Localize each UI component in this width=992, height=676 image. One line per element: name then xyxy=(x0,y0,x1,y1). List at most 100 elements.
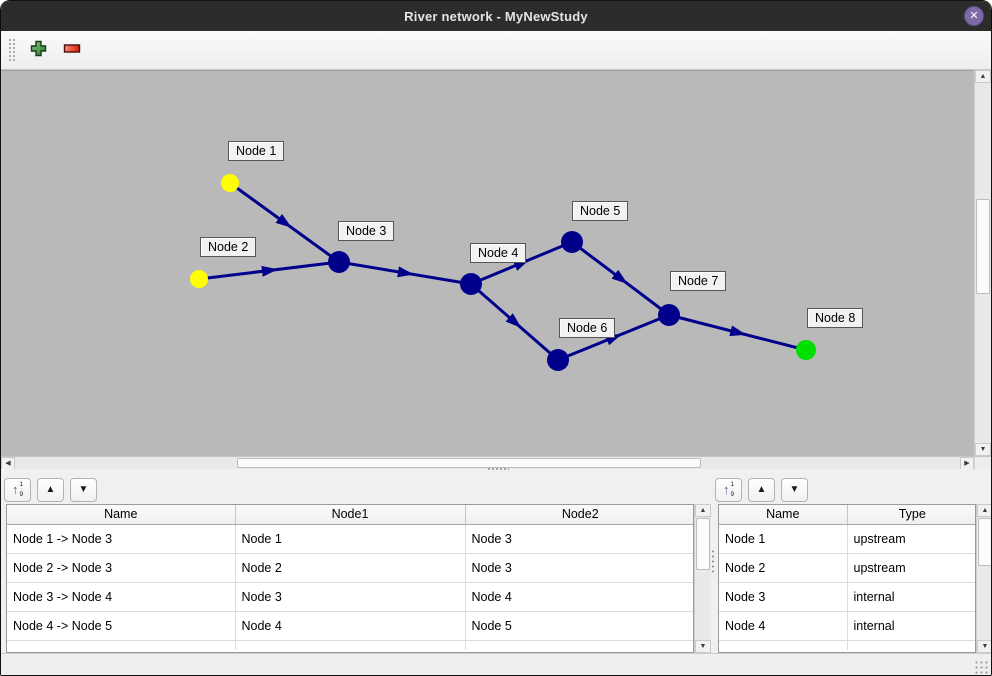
node-label[interactable]: Node 4 xyxy=(470,243,527,263)
triangle-up-icon: ▲ xyxy=(45,484,56,495)
column-header-name[interactable]: Name xyxy=(7,505,236,525)
move-up-button[interactable]: ▲ xyxy=(37,477,64,502)
move-up-button[interactable]: ▲ xyxy=(748,477,775,502)
scroll-down-button[interactable]: ▼ xyxy=(977,640,991,653)
network-svg xyxy=(190,174,816,371)
triangle-up-icon: ▲ xyxy=(756,484,767,495)
triangle-down-icon: ▼ xyxy=(699,643,707,650)
network-node[interactable] xyxy=(796,340,816,360)
scrollbar-thumb[interactable] xyxy=(696,518,710,570)
node-label[interactable]: Node 5 xyxy=(572,201,629,221)
vertical-splitter-handle[interactable] xyxy=(711,549,715,573)
node-label[interactable]: Node 1 xyxy=(228,141,285,161)
node-label[interactable]: Node 3 xyxy=(338,221,395,241)
window-title: River network - MyNewStudy xyxy=(404,8,588,24)
table-cell[interactable]: Node 2 xyxy=(235,553,466,583)
branches-toolbar: ↑ 1 : 9 ▲ ▼ xyxy=(1,469,713,504)
table-cell[interactable]: Node 5 xyxy=(465,611,693,641)
branches-table-scrollbar[interactable]: ▲ ▼ xyxy=(694,504,711,653)
canvas-horizontal-scrollbar[interactable]: ◀ ▶ xyxy=(1,456,991,470)
move-down-button[interactable]: ▼ xyxy=(70,477,97,502)
nodes-table-scrollbar[interactable]: ▲ ▼ xyxy=(976,504,991,653)
table-cell[interactable]: Node 1 xyxy=(719,524,848,554)
scroll-up-button[interactable]: ▲ xyxy=(977,504,991,517)
scrollbar-thumb[interactable] xyxy=(237,458,701,468)
scrollbar-track[interactable] xyxy=(977,517,991,640)
column-header-type[interactable]: Type xyxy=(847,505,975,525)
flow-direction-arrow-icon xyxy=(611,269,628,284)
table-cell[interactable]: Node 4 xyxy=(719,611,848,641)
horizontal-splitter-handle[interactable] xyxy=(487,467,509,472)
close-button[interactable]: ✕ xyxy=(964,6,984,26)
table-cell[interactable]: Node 4 -> Node 5 xyxy=(7,611,236,641)
scroll-up-button[interactable]: ▲ xyxy=(695,504,711,517)
table-cell[interactable]: Node 4 xyxy=(235,611,466,641)
column-header-node1[interactable]: Node1 xyxy=(235,505,466,525)
triangle-left-icon: ◀ xyxy=(5,460,11,467)
scrollbar-track[interactable] xyxy=(695,517,711,640)
column-header-name[interactable]: Name xyxy=(719,505,848,525)
table-cell[interactable]: internal xyxy=(847,582,975,612)
column-header-node2[interactable]: Node2 xyxy=(465,505,693,525)
table-cell[interactable]: Node 3 xyxy=(719,582,848,612)
network-node[interactable] xyxy=(328,251,350,273)
network-node[interactable] xyxy=(460,273,482,295)
scroll-down-button[interactable]: ▼ xyxy=(695,640,711,653)
node-label[interactable]: Node 2 xyxy=(200,237,257,257)
sort-icon: ↑ 1 : 9 xyxy=(722,480,735,498)
add-branch-button[interactable] xyxy=(25,37,51,63)
toolbar-drag-handle[interactable] xyxy=(7,37,15,63)
network-node[interactable] xyxy=(547,349,569,371)
scrollbar-thumb[interactable] xyxy=(976,199,990,294)
node-label[interactable]: Node 7 xyxy=(670,271,727,291)
scrollbar-thumb[interactable] xyxy=(978,518,991,566)
table-cell[interactable]: Node 3 xyxy=(465,524,693,554)
triangle-down-icon: ▼ xyxy=(981,643,989,650)
move-down-button[interactable]: ▼ xyxy=(781,477,808,502)
node-label[interactable]: Node 8 xyxy=(807,308,864,328)
flow-direction-arrow-icon xyxy=(261,265,278,277)
resize-grip[interactable] xyxy=(974,660,988,674)
network-canvas[interactable]: Node 1 Node 2 Node 3 Node 4 Node 5 Node 6 Node… xyxy=(1,70,975,456)
network-node[interactable] xyxy=(658,304,680,326)
scrollbar-track[interactable] xyxy=(15,457,960,469)
table-cell[interactable]: Node 3 xyxy=(235,582,466,612)
table-cell[interactable]: Node 1 xyxy=(235,524,466,554)
network-node[interactable] xyxy=(221,174,239,192)
sort-button[interactable]: ↑ 1 : 9 xyxy=(715,477,742,502)
table-cell[interactable]: Node 3 xyxy=(465,553,693,583)
node-label[interactable]: Node 6 xyxy=(559,318,616,338)
scrollbar-track[interactable] xyxy=(975,83,991,443)
table-cell[interactable]: Node 1 -> Node 3 xyxy=(7,524,236,554)
table-cell[interactable]: internal xyxy=(847,611,975,641)
table-row-partial xyxy=(7,640,693,650)
scroll-down-button[interactable]: ▼ xyxy=(975,443,991,456)
table-cell[interactable]: Node 4 xyxy=(465,582,693,612)
scroll-up-button[interactable]: ▲ xyxy=(975,70,991,83)
plus-icon xyxy=(30,40,47,60)
remove-branch-button[interactable] xyxy=(59,37,85,63)
table-cell[interactable]: Node 2 xyxy=(719,553,848,583)
table-cell[interactable]: Node 2 -> Node 3 xyxy=(7,553,236,583)
flow-direction-arrow-icon xyxy=(397,266,414,278)
canvas-vertical-scrollbar[interactable]: ▲ ▼ xyxy=(974,70,991,456)
triangle-up-icon: ▲ xyxy=(979,73,987,80)
sort-button[interactable]: ↑ 1 : 9 xyxy=(4,477,31,502)
table-cell[interactable]: Node 3 -> Node 4 xyxy=(7,582,236,612)
network-node[interactable] xyxy=(190,270,208,288)
network-node[interactable] xyxy=(561,231,583,253)
table-cell[interactable]: upstream xyxy=(847,524,975,554)
table-cell[interactable]: upstream xyxy=(847,553,975,583)
